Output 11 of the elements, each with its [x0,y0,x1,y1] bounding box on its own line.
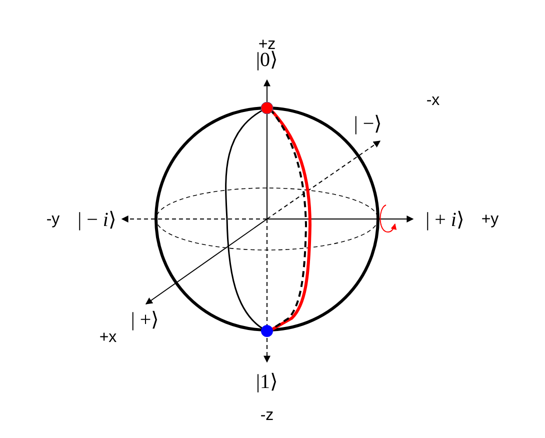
state-label: | +⟩ [130,310,160,330]
axis-label: -y [46,212,60,228]
state-label: |0⟩ [256,50,278,70]
axis-label: +y [481,212,499,228]
axis-label: -z [260,408,274,424]
state-label: |1⟩ [256,372,278,392]
axis-label: -x [426,93,440,109]
state-label: | − i⟩ [78,210,116,230]
axis-label: +x [99,330,117,346]
state-label: | + i⟩ [426,210,464,230]
state-label: | −⟩ [354,114,382,134]
